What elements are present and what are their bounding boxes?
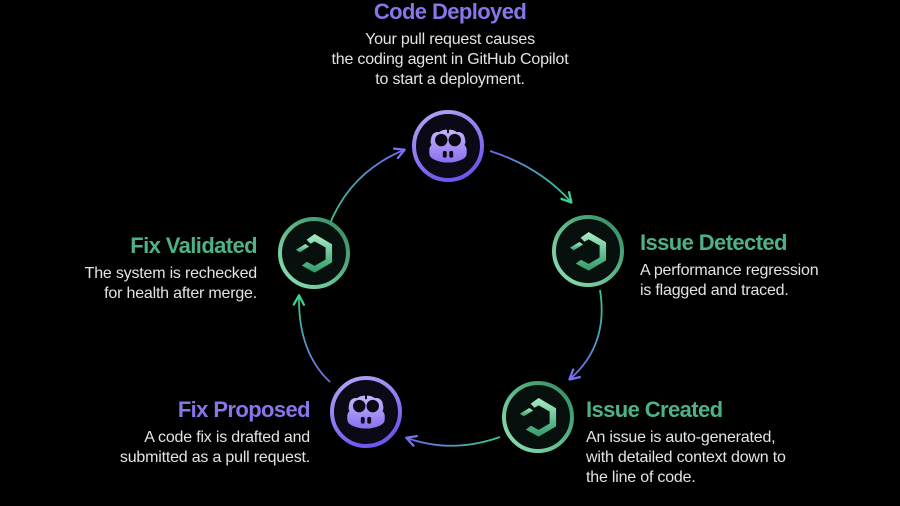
node-title: Fix Validated (130, 233, 257, 258)
agent-cube-icon (295, 233, 333, 273)
node-fix-proposed-badge (328, 374, 404, 450)
green-ring (502, 381, 574, 453)
green-ring (278, 217, 350, 289)
node-issue-detected-badge (550, 213, 626, 289)
agent-cube-icon (519, 397, 557, 437)
node-issue-created-badge (500, 379, 576, 455)
node-description: Your pull request causes the coding agen… (331, 31, 569, 88)
node-issue-created-text: Issue Created An issue is auto-generated… (586, 398, 786, 488)
node-description: An issue is auto-generated, with detaile… (586, 429, 786, 486)
arrow-issue-created-to-fix-proposed (405, 434, 501, 447)
node-title: Issue Detected (640, 230, 787, 255)
arrow-fix-proposed-to-fix-validated (292, 294, 331, 383)
node-fix-validated-badge (276, 215, 352, 291)
agent-cube-icon (569, 231, 607, 271)
node-description: A performance regression is flagged and … (640, 262, 819, 299)
arrow-issue-detected-to-issue-created (568, 289, 603, 381)
node-title: Code Deployed (373, 0, 527, 24)
node-fix-proposed-text: Fix Proposed A code fix is drafted and s… (119, 397, 311, 468)
node-title: Issue Created (586, 397, 723, 422)
copilot-icon (429, 128, 467, 163)
node-description: The system is rechecked for health after… (84, 265, 258, 302)
node-fix-validated-text: Fix Validated The system is rechecked fo… (84, 233, 258, 304)
arrow-fix-validated-to-code-deployed (328, 147, 406, 227)
green-ring (552, 215, 624, 287)
arrow-code-deployed-to-issue-detected (489, 150, 573, 204)
node-code-deployed-text: Code Deployed Your pull request causes t… (0, 0, 900, 90)
node-issue-detected-text: Issue Detected A performance regression … (640, 230, 819, 301)
node-code-deployed-badge (410, 108, 486, 184)
copilot-icon (347, 394, 385, 429)
node-description: A code fix is drafted and submitted as a… (119, 429, 310, 466)
node-title: Fix Proposed (177, 397, 311, 422)
